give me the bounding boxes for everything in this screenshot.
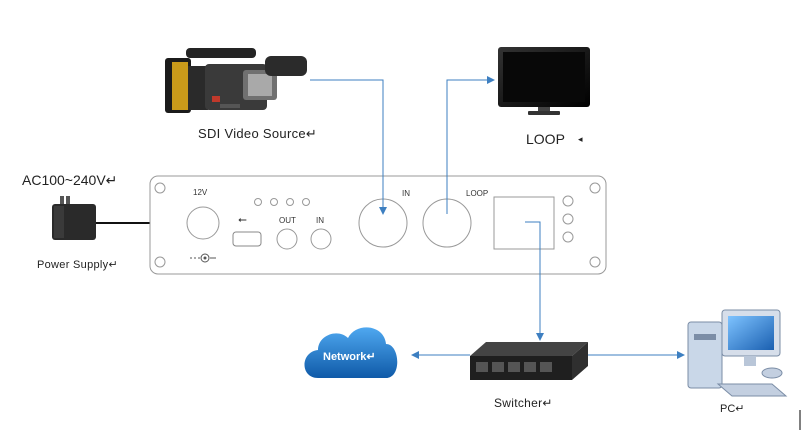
loop-out-arrow [446,76,495,214]
pc-icon [687,309,788,397]
monitor-icon [498,47,590,115]
switch-icon [470,342,588,380]
port-loop-label: LOOP [466,189,489,198]
loop-arrow-glyph: ◂ [578,134,583,144]
loop-monitor-label: LOOP [526,131,565,147]
sdi-source-label: SDI Video Source↵ [198,126,318,141]
power-adapter-icon [52,196,96,240]
device-panel [149,175,607,275]
usb-icon: ⭠ [238,214,247,226]
ethernet-arrow [525,221,544,341]
port-in-sdi-label: IN [402,189,410,198]
port-out-label: OUT [279,216,296,225]
sdi-in-arrow [310,79,387,215]
power-supply-label: Power Supply↵ [37,259,118,271]
port-12v-label: 12V [193,188,208,197]
network-label: Network↵ [323,351,376,363]
port-in-small-label: IN [316,216,324,225]
ac-power-label: AC100~240V↵ [22,172,118,188]
pc-label: PC↵ [720,403,745,415]
cloud-icon [304,327,398,378]
switcher-label: Switcher↵ [494,396,553,410]
camera-icon [165,48,307,113]
